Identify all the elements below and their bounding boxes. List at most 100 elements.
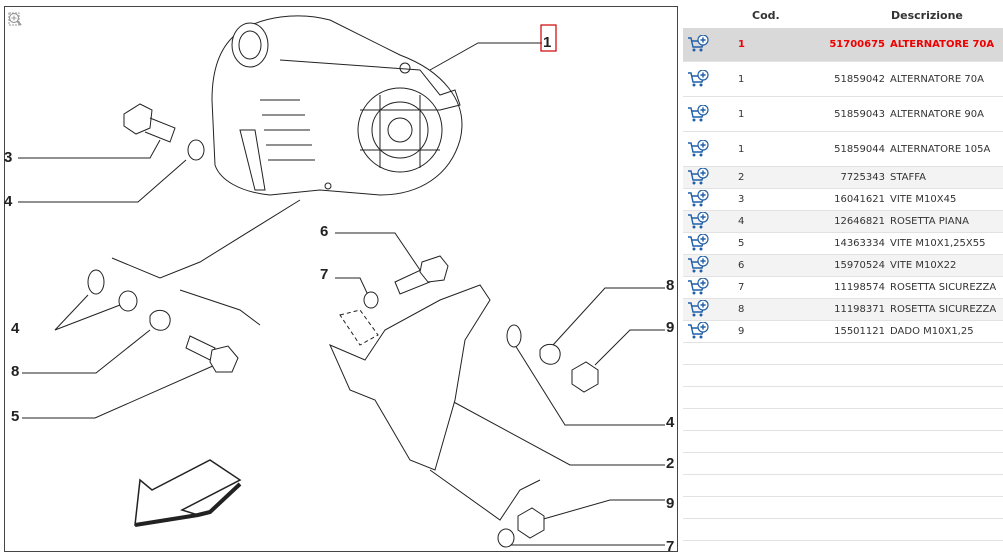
bolt-6-drawing [394, 255, 449, 295]
callout-3[interactable]: 3 [4, 149, 12, 166]
empty-row [683, 431, 1003, 453]
callout-7[interactable]: 7 [320, 266, 328, 283]
row-description: STAFFA [890, 172, 926, 183]
row-code: 11198371 [834, 304, 885, 315]
zoom-toolbar [8, 12, 24, 66]
row-code: 11198574 [834, 282, 885, 293]
washer-4a-drawing [87, 269, 105, 295]
lock-washer-8b-drawing [539, 343, 561, 365]
row-code: 51859042 [834, 74, 885, 85]
row-qty: 1 [738, 74, 745, 85]
callout-9[interactable]: 9 [666, 319, 674, 336]
selected-callout-box [540, 24, 557, 52]
row-qty: 7 [738, 282, 745, 293]
lock-washer-7-drawing [363, 291, 379, 309]
cart-add-icon[interactable] [687, 299, 709, 318]
alternator-drawing [211, 15, 463, 196]
cart-add-icon[interactable] [687, 255, 709, 274]
callout-4[interactable]: 4 [666, 414, 675, 431]
row-code: 15970524 [834, 260, 885, 271]
row-code: 51859043 [834, 109, 885, 120]
empty-row [683, 453, 1003, 475]
table-header: Cod. Descrizione [683, 0, 1003, 28]
row-description: VITE M10X45 [890, 194, 957, 205]
table-row[interactable]: 6 15970524 VITE M10X22 [683, 255, 1003, 277]
callout-7[interactable]: 7 [666, 538, 674, 555]
callout-5[interactable]: 5 [11, 408, 19, 425]
cart-add-icon[interactable] [687, 189, 709, 208]
row-description: ROSETTA PIANA [890, 216, 969, 227]
bolt-5-drawing [185, 335, 239, 373]
table-row[interactable]: 1 51859042 ALTERNATORE 70A [683, 62, 1003, 97]
table-row[interactable]: 3 16041621 VITE M10X45 [683, 189, 1003, 211]
empty-row [683, 519, 1003, 541]
row-qty: 9 [738, 326, 745, 337]
row-code: 14363334 [834, 238, 885, 249]
row-description: ALTERNATORE 70A [890, 39, 995, 50]
cart-add-icon[interactable] [687, 277, 709, 296]
empty-row [683, 475, 1003, 497]
callout-8[interactable]: 8 [11, 363, 19, 380]
fit-icon[interactable] [8, 12, 22, 26]
row-code: 15501121 [834, 326, 885, 337]
row-code: 7725343 [840, 172, 885, 183]
row-qty: 4 [738, 216, 745, 227]
callout-6[interactable]: 6 [320, 223, 328, 240]
leader-lines [18, 42, 665, 546]
empty-row [683, 365, 1003, 387]
empty-row [683, 497, 1003, 519]
washer-4c-drawing [506, 324, 522, 348]
row-qty: 6 [738, 260, 745, 271]
table-row[interactable]: 9 15501121 DADO M10X1,25 [683, 321, 1003, 343]
bolt-3-drawing [123, 103, 176, 143]
exploded-parts-diagram: 1 3 4 6 7 4 8 5 8 9 4 2 9 7 [4, 6, 678, 555]
callout-1[interactable]: 1 [543, 34, 551, 51]
nut-9b-drawing [517, 507, 545, 539]
code-column-header: Cod. [752, 9, 780, 22]
row-qty: 1 [738, 109, 745, 120]
row-code: 16041621 [834, 194, 885, 205]
empty-row [683, 343, 1003, 365]
cart-add-icon[interactable] [687, 233, 709, 252]
row-description: VITE M10X1,25X55 [890, 238, 986, 249]
empty-row [683, 409, 1003, 431]
row-description: DADO M10X1,25 [890, 326, 974, 337]
row-description: VITE M10X22 [890, 260, 957, 271]
cart-add-icon[interactable] [687, 34, 709, 53]
callout-8[interactable]: 8 [666, 277, 674, 294]
row-qty: 8 [738, 304, 745, 315]
table-row[interactable]: 4 12646821 ROSETTA PIANA [683, 211, 1003, 233]
cart-add-icon[interactable] [687, 211, 709, 230]
row-description: ROSETTA SICUREZZA [890, 282, 997, 293]
cart-add-icon[interactable] [687, 69, 709, 88]
callout-2[interactable]: 2 [666, 455, 674, 472]
callout-4[interactable]: 4 [4, 193, 13, 210]
row-qty: 5 [738, 238, 745, 249]
washer-4-drawing [187, 139, 205, 161]
table-row[interactable]: 2 7725343 STAFFA [683, 167, 1003, 189]
zoom-out-icon[interactable] [8, 13, 22, 62]
row-qty: 2 [738, 172, 745, 183]
callout-4[interactable]: 4 [11, 320, 20, 337]
row-qty: 3 [738, 194, 745, 205]
table-row[interactable]: 7 11198574 ROSETTA SICUREZZA [683, 277, 1003, 299]
cart-add-icon[interactable] [687, 167, 709, 186]
row-code: 12646821 [834, 216, 885, 227]
cart-add-icon[interactable] [687, 321, 709, 340]
row-code: 51859044 [834, 144, 885, 155]
row-description: ALTERNATORE 70A [890, 74, 984, 85]
diagram-frame [4, 6, 678, 552]
description-column-header: Descrizione [891, 9, 963, 22]
callout-9[interactable]: 9 [666, 495, 674, 512]
washer-4b-drawing [118, 290, 138, 312]
washer-7b-drawing [497, 528, 515, 548]
table-row[interactable]: 5 14363334 VITE M10X1,25X55 [683, 233, 1003, 255]
cart-add-icon[interactable] [687, 139, 709, 158]
lock-washer-8-drawing [149, 309, 171, 331]
cart-add-icon[interactable] [687, 104, 709, 123]
